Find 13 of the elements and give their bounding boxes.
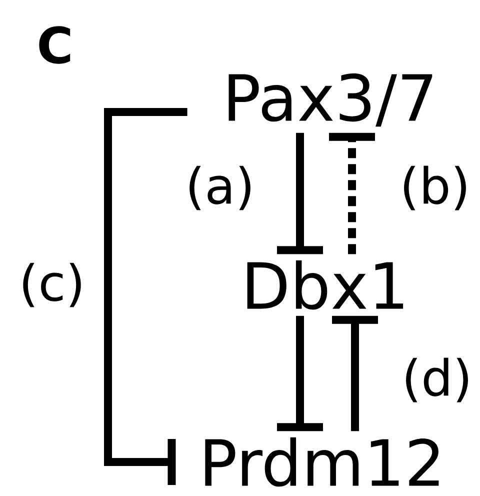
- edge-label: (c): [23, 262, 81, 308]
- edge-label: (a): [190, 166, 250, 210]
- inhibition-arrow: [277, 316, 323, 432]
- inhibition-arrow: [104, 108, 188, 485]
- inhibition-arrow: [277, 132, 323, 254]
- gene-label: Dbx1: [247, 260, 404, 310]
- inhibition-arrow: [329, 132, 375, 254]
- edge-label: (d): [406, 358, 468, 402]
- inhibition-arrow: [332, 316, 378, 432]
- gene-label: Prdm12: [205, 437, 439, 487]
- gene-label: Pax3/7: [228, 73, 432, 127]
- edge-label: (b): [404, 166, 466, 210]
- panel-letter: C: [39, 26, 70, 64]
